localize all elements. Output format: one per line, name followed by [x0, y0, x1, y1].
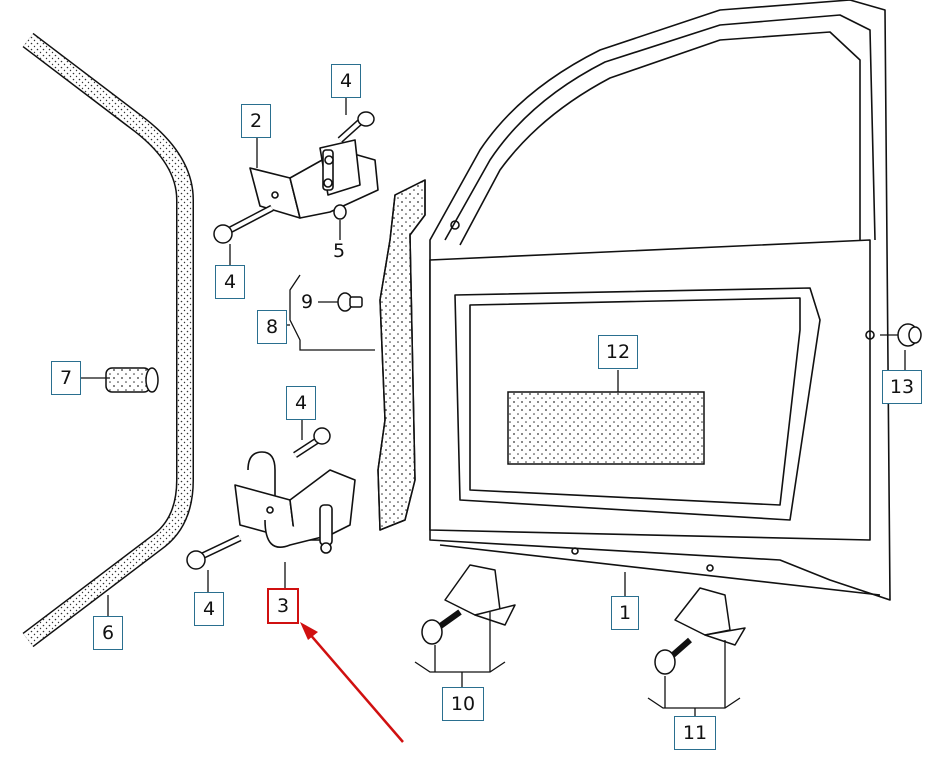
callout-part-4[interactable]: 4: [286, 386, 316, 420]
clip-part-10: [421, 564, 516, 645]
door-shell: [429, 0, 891, 601]
highlight-arrow: [300, 622, 404, 743]
label-part-9[interactable]: 9: [301, 291, 314, 313]
plug-part-13: [897, 323, 922, 347]
reinforcement-bracket: [377, 179, 426, 531]
screw-part-4: [293, 427, 331, 458]
lower-hinge: [234, 451, 356, 554]
callout-part-4[interactable]: 4: [331, 64, 361, 98]
callout-part-6[interactable]: 6: [93, 616, 123, 650]
bolt-part-9: [337, 292, 363, 312]
screw-part-4: [186, 534, 242, 570]
callout-part-1[interactable]: 1: [611, 596, 639, 630]
callout-part-4[interactable]: 4: [194, 592, 224, 626]
upper-hinge: [249, 139, 379, 219]
door-seal-strip: [22, 32, 194, 648]
callout-part-10[interactable]: 10: [442, 687, 484, 721]
foam-pad: [507, 391, 705, 465]
clip-part-7: [105, 367, 159, 393]
callout-part-8[interactable]: 8: [257, 310, 287, 344]
clip-part-11: [654, 587, 746, 675]
cap-part-5: [333, 204, 347, 220]
callout-part-4[interactable]: 4: [215, 265, 245, 299]
leader-lines: [80, 98, 906, 716]
callout-part-13[interactable]: 13: [882, 370, 922, 404]
callout-part-2[interactable]: 2: [241, 104, 271, 138]
callout-part-3-selected[interactable]: 3: [267, 588, 299, 624]
screw-part-4: [337, 111, 375, 143]
callout-part-11[interactable]: 11: [674, 716, 716, 750]
label-part-5[interactable]: 5: [333, 240, 346, 262]
callout-part-12[interactable]: 12: [598, 335, 638, 369]
screw-part-4: [213, 204, 274, 244]
callout-part-7[interactable]: 7: [51, 361, 81, 395]
